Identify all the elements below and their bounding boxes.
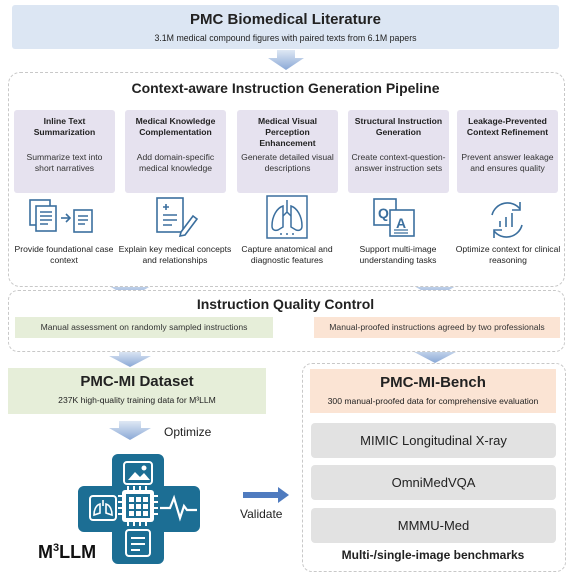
bench-subtitle: 300 manual-proofed data for comprehensiv… (327, 396, 539, 406)
step-title: Leakage-Prevented Context Refinement (466, 116, 549, 137)
dataset-box: PMC-MI Dataset 237K high-quality trainin… (8, 368, 266, 414)
svg-text:Q: Q (378, 205, 389, 221)
benchmark-item: MIMIC Longitudinal X-ray (311, 423, 556, 458)
document-summary-icon (29, 199, 93, 233)
optimize-label: Optimize (164, 425, 212, 439)
step-desc: Create context-question-answer instructi… (351, 152, 446, 173)
dataset-subtitle: 237K high-quality training data for M³LL… (58, 395, 216, 405)
benchmark-item: OmniMedVQA (311, 465, 556, 500)
image-icon (123, 461, 153, 485)
step-title: Medical Visual Perception Enhancement (257, 116, 318, 148)
refresh-chart-icon (491, 202, 523, 238)
step-desc: Prevent answer leakage and ensures quali… (461, 152, 554, 173)
model-name-suffix: LLM (59, 542, 97, 562)
quality-title: Instruction Quality Control (196, 296, 375, 312)
step-card: Leakage-Prevented Context Refinement Pre… (457, 110, 558, 193)
step-card: Medical Visual Perception Enhancement Ge… (237, 110, 338, 193)
heartbeat-icon (160, 494, 197, 522)
lungs-icon (266, 195, 308, 239)
step-caption: Capture anatomical and diagnostic featur… (241, 244, 333, 265)
step-card: Medical Knowledge Complementation Add do… (125, 110, 226, 193)
qa-icon: Q A (373, 198, 415, 237)
benchmark-item: MMMU-Med (311, 508, 556, 543)
step-title: Structural Instruction Generation (354, 116, 443, 137)
source-subtitle: 3.1M medical compound figures with paire… (154, 33, 417, 43)
step-title: Inline Text Summarization (33, 116, 96, 137)
model-name-sup: 3 (53, 542, 60, 554)
step-caption: Support multi-image understanding tasks (359, 244, 437, 265)
model-name: M3LLM (38, 542, 96, 563)
step-desc: Add domain-specific medical knowledge (136, 152, 215, 173)
validate-arrow (243, 487, 289, 503)
document-icon (125, 529, 151, 557)
step-caption: Provide foundational case context (14, 244, 114, 265)
bench-header-box: PMC-MI-Bench 300 manual-proofed data for… (310, 369, 556, 413)
source-title: PMC Biomedical Literature (190, 11, 381, 28)
step-caption: Optimize context for clinical reasoning (455, 244, 561, 265)
step-card: Structural Instruction Generation Create… (348, 110, 449, 193)
step-caption: Explain key medical concepts and relatio… (118, 244, 232, 265)
source-box: PMC Biomedical Literature 3.1M medical c… (12, 5, 559, 49)
validate-label: Validate (240, 507, 283, 521)
model-cross-icon (78, 454, 200, 564)
qc-right-note: Manual-proofed instructions agreed by tw… (314, 317, 560, 338)
dataset-title: PMC-MI Dataset (80, 373, 194, 390)
down-arrow (268, 50, 304, 70)
step-desc: Generate detailed visual descriptions (241, 152, 334, 173)
pipeline-title: Context-aware Instruction Generation Pip… (131, 80, 440, 96)
qc-left-note: Manual assessment on randomly sampled in… (15, 317, 273, 338)
model-name-prefix: M (38, 542, 53, 562)
bench-footer: Multi-/single-image benchmarks (341, 548, 525, 562)
lungs-icon (89, 495, 117, 521)
step-desc: Summarize text into short narratives (26, 152, 103, 173)
svg-text:A: A (396, 215, 406, 231)
down-arrow (109, 351, 151, 367)
document-pen-icon (156, 197, 199, 238)
bench-title: PMC-MI-Bench (380, 374, 486, 391)
step-title: Medical Knowledge Complementation (135, 116, 216, 137)
down-arrow (109, 421, 151, 440)
step-card: Inline Text Summarization Summarize text… (14, 110, 115, 193)
